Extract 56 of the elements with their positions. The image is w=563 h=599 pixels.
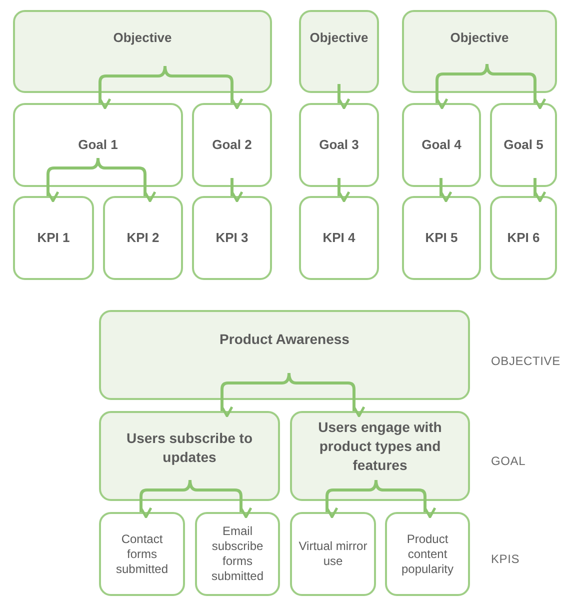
box-label: Contact forms submitted <box>114 532 170 576</box>
box-label: Goal 1 <box>78 136 118 154</box>
outlined-box <box>192 196 272 280</box>
box-label: Objective <box>113 28 172 47</box>
outlined-box <box>13 196 94 280</box>
arrow <box>534 178 546 202</box>
filled-box <box>99 411 280 501</box>
box-label: Users subscribe to updates <box>125 429 254 467</box>
outlined-box <box>103 196 183 280</box>
outlined-box <box>385 512 470 596</box>
box-label: KPI 5 <box>425 229 458 248</box>
box-label: Objective <box>450 28 509 47</box>
outlined-box <box>299 196 379 280</box>
arrow <box>164 66 244 110</box>
arrow <box>96 158 156 202</box>
outlined-box <box>299 103 379 187</box>
box-label: KPI 6 <box>507 229 540 248</box>
box-label: Objective <box>310 28 368 47</box>
arrow <box>188 480 252 518</box>
box-label: Goal 3 <box>319 136 359 154</box>
filled-box <box>402 10 557 93</box>
arrow <box>230 178 244 202</box>
box-label: Virtual mirror use <box>298 539 368 569</box>
outlined-box <box>99 512 185 596</box>
box-label: Goal 2 <box>212 136 252 154</box>
box-label: Product content popularity <box>400 532 455 576</box>
arrow <box>440 178 452 202</box>
box-label: Goal 4 <box>422 136 462 154</box>
box-label: KPI 1 <box>37 229 70 248</box>
arrow <box>338 84 350 110</box>
box-label: Product Awareness <box>218 330 350 348</box>
outlined-box <box>490 196 557 280</box>
filled-box <box>13 10 272 93</box>
box-label: KPI 4 <box>322 229 356 248</box>
outlined-box <box>290 512 376 596</box>
arrow <box>486 64 546 110</box>
level-label: GOAL <box>491 453 526 470</box>
outlined-box <box>490 103 557 187</box>
outlined-box <box>402 103 481 187</box>
box-label: Users engage with product types and features <box>317 418 443 474</box>
filled-box <box>290 411 470 501</box>
box-label: KPI 2 <box>126 229 160 248</box>
outlined-box <box>13 103 183 187</box>
box-label: Email subscribe forms submitted <box>210 524 265 584</box>
arrow <box>338 178 350 202</box>
outlined-box <box>195 512 280 596</box>
arrow <box>288 372 366 418</box>
outlined-box <box>402 196 481 280</box>
box-label: KPI 3 <box>216 229 248 248</box>
filled-box <box>99 310 470 400</box>
box-label: Goal 5 <box>504 136 544 154</box>
outlined-box <box>192 103 272 187</box>
arrow <box>374 480 436 518</box>
level-label: OBJECTIVE <box>491 353 560 370</box>
level-label: KPIS <box>491 551 520 568</box>
filled-box <box>299 10 379 93</box>
